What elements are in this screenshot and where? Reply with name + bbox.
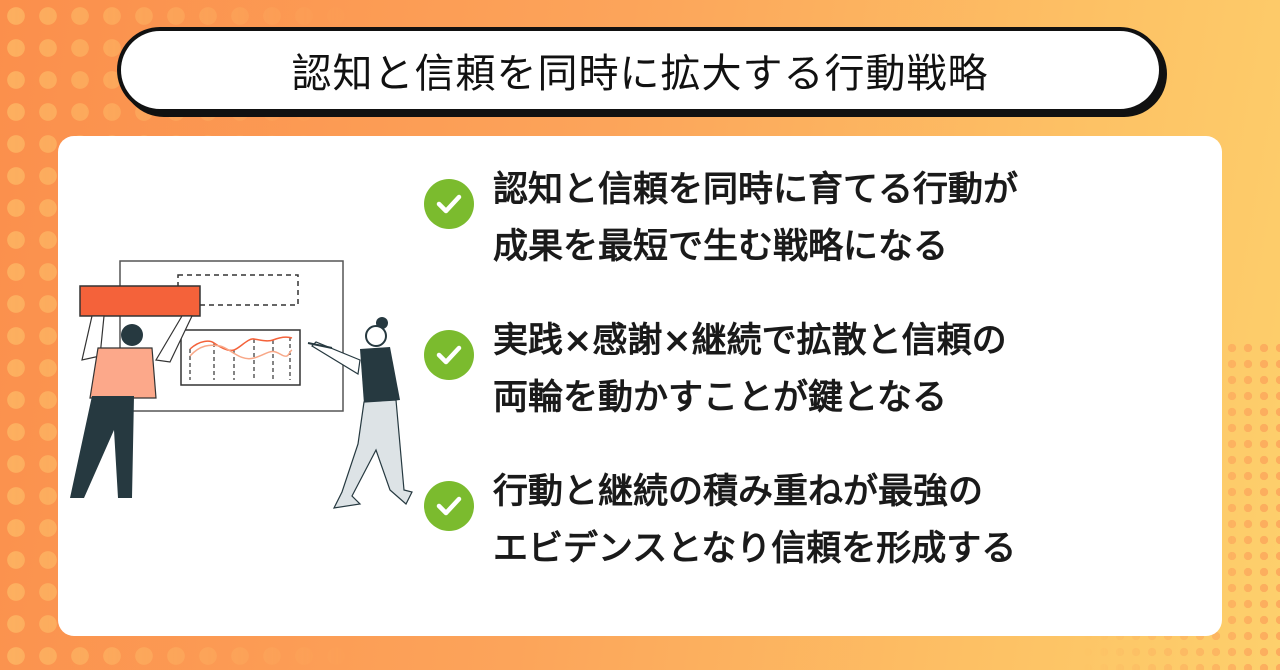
page-title: 認知と信頼を同時に拡大する行動戦略	[117, 27, 1163, 113]
point-3: 行動と継続の積み重ねが最強の エビデンスとなり信頼を形成する	[424, 472, 1017, 578]
point-3-line-2: エビデンスとなり信頼を形成する	[493, 529, 1017, 569]
point-1-line-1: 認知と信頼を同時に育てる行動が	[493, 170, 1019, 210]
dashed-placeholder	[177, 274, 299, 306]
point-1: 認知と信頼を同時に育てる行動が 成果を最短で生む戦略になる	[424, 170, 1018, 276]
check-circle-icon	[424, 481, 474, 531]
man-pants	[70, 396, 134, 498]
woman-head	[365, 325, 387, 347]
chart-line-primary	[189, 336, 293, 352]
check-circle-icon	[424, 330, 474, 380]
chart-line-secondary	[189, 344, 293, 360]
pen	[307, 342, 333, 349]
woman-shirt	[360, 347, 400, 404]
point-1-line-2: 成果を最短で生む戦略になる	[493, 227, 949, 267]
point-2-line-1: 実践×感謝×継続で拡散と信頼の	[493, 321, 1007, 361]
man-shirt	[89, 347, 157, 399]
point-2: 実践×感謝×継続で拡散と信頼の 両輪を動かすことが鍵となる	[424, 321, 1007, 427]
man-head	[121, 324, 143, 346]
woman-pants	[332, 399, 413, 509]
presentation-illustration	[70, 260, 413, 509]
point-2-line-2: 両輪を動かすことが鍵となる	[493, 378, 947, 418]
check-circle-icon	[424, 179, 474, 229]
point-3-line-1: 行動と継続の積み重ねが最強の	[493, 472, 984, 512]
orange-block	[79, 285, 201, 317]
